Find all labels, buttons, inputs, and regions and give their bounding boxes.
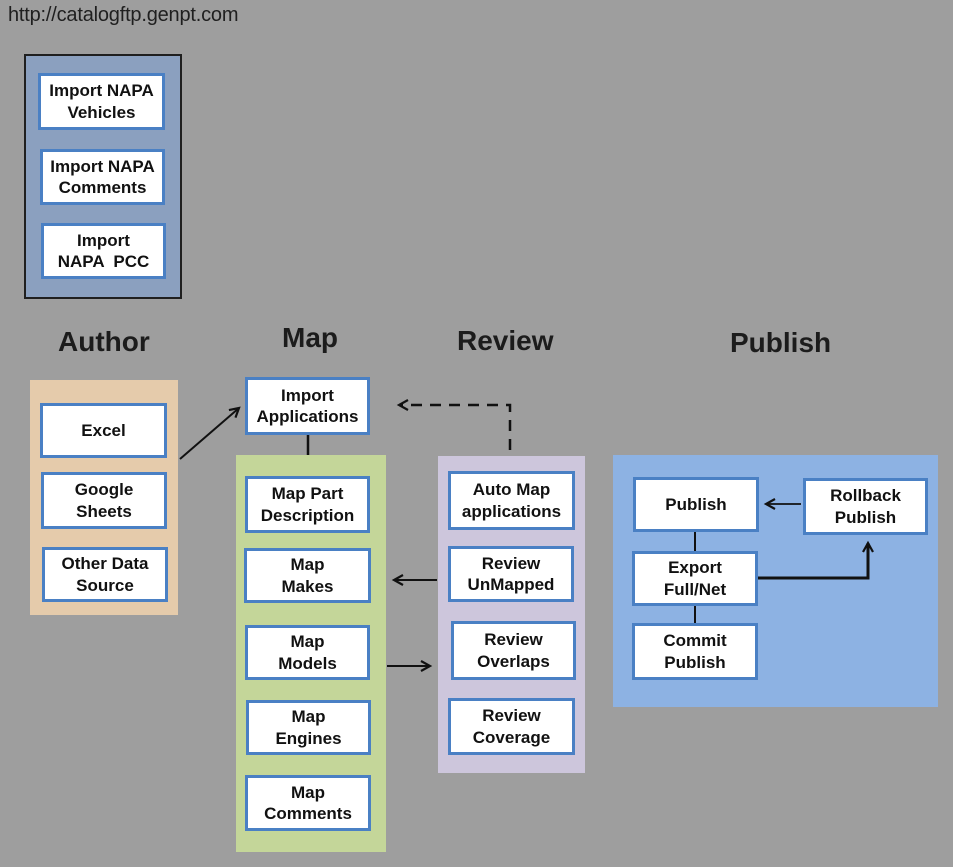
node-label: Map Comments: [264, 782, 352, 823]
header-map: Map: [282, 322, 338, 353]
node-label: Map Makes: [281, 555, 334, 596]
arrow-review-to-import-applications-dashed: [396, 399, 512, 450]
node-label: Import NAPA Vehicles: [49, 81, 154, 122]
node-other-data-source: Other Data Source: [42, 547, 168, 602]
node-map-models: Map Models: [245, 625, 370, 680]
node-label: Review UnMapped: [467, 553, 555, 594]
node-label: Publish: [665, 494, 727, 514]
node-map-makes: Map Makes: [244, 548, 371, 603]
node-label: Google Sheets: [74, 480, 134, 521]
header-publish: Publish: [730, 327, 832, 358]
node-google-sheets: Google Sheets: [41, 472, 167, 529]
node-import-napa-vehicles: Import NAPA Vehicles: [38, 73, 165, 130]
review-panel: Auto Map applications Review UnMapped Re…: [438, 456, 585, 773]
node-map-part-description: Map Part Description: [245, 476, 370, 533]
node-label: Other Data Source: [61, 554, 149, 595]
arrow-author-to-import-applications: [179, 406, 241, 460]
node-label: Map Part Description: [260, 484, 355, 525]
node-label: Import Applications: [256, 385, 359, 426]
header-review: Review: [457, 325, 554, 356]
node-review-overlaps: Review Overlaps: [451, 621, 576, 680]
node-label: Export Full/Net: [663, 558, 727, 599]
node-map-comments: Map Comments: [245, 775, 371, 831]
node-label: Map Engines: [275, 707, 342, 748]
node-commit-publish: Commit Publish: [632, 623, 758, 680]
node-rollback-publish: Rollback Publish: [803, 478, 928, 535]
publish-panel: Publish Rollback Publish Export Full/Net…: [613, 455, 938, 707]
node-label: Excel: [81, 420, 126, 440]
import-napa-panel: Import NAPA Vehicles Import NAPA Comment…: [24, 54, 182, 299]
node-export-full-net: Export Full/Net: [632, 551, 758, 606]
node-label: Auto Map applications: [461, 480, 562, 521]
node-label: Import NAPA Comments: [50, 156, 155, 197]
node-label: Review Overlaps: [477, 630, 550, 671]
node-excel: Excel: [40, 403, 167, 458]
url-text: http://catalogftp.genpt.com: [8, 4, 239, 26]
map-panel: Map Part Description Map Makes Map Model…: [236, 455, 386, 852]
node-import-applications: Import Applications: [245, 377, 370, 435]
node-auto-map-applications: Auto Map applications: [448, 471, 575, 530]
node-map-engines: Map Engines: [246, 700, 371, 755]
author-panel: Excel Google Sheets Other Data Source: [30, 380, 178, 615]
node-import-napa-comments: Import NAPA Comments: [40, 149, 165, 205]
node-import-napa-pcc: Import NAPA PCC: [41, 223, 166, 279]
node-label: Rollback Publish: [830, 486, 901, 527]
node-label: Map Models: [278, 632, 337, 673]
node-label: Commit Publish: [663, 631, 727, 672]
node-review-unmapped: Review UnMapped: [448, 546, 574, 602]
node-label: Review Coverage: [472, 706, 551, 747]
node-review-coverage: Review Coverage: [448, 698, 575, 755]
node-publish: Publish: [633, 477, 759, 532]
header-author: Author: [58, 326, 150, 357]
node-label: Import NAPA PCC: [57, 230, 150, 271]
